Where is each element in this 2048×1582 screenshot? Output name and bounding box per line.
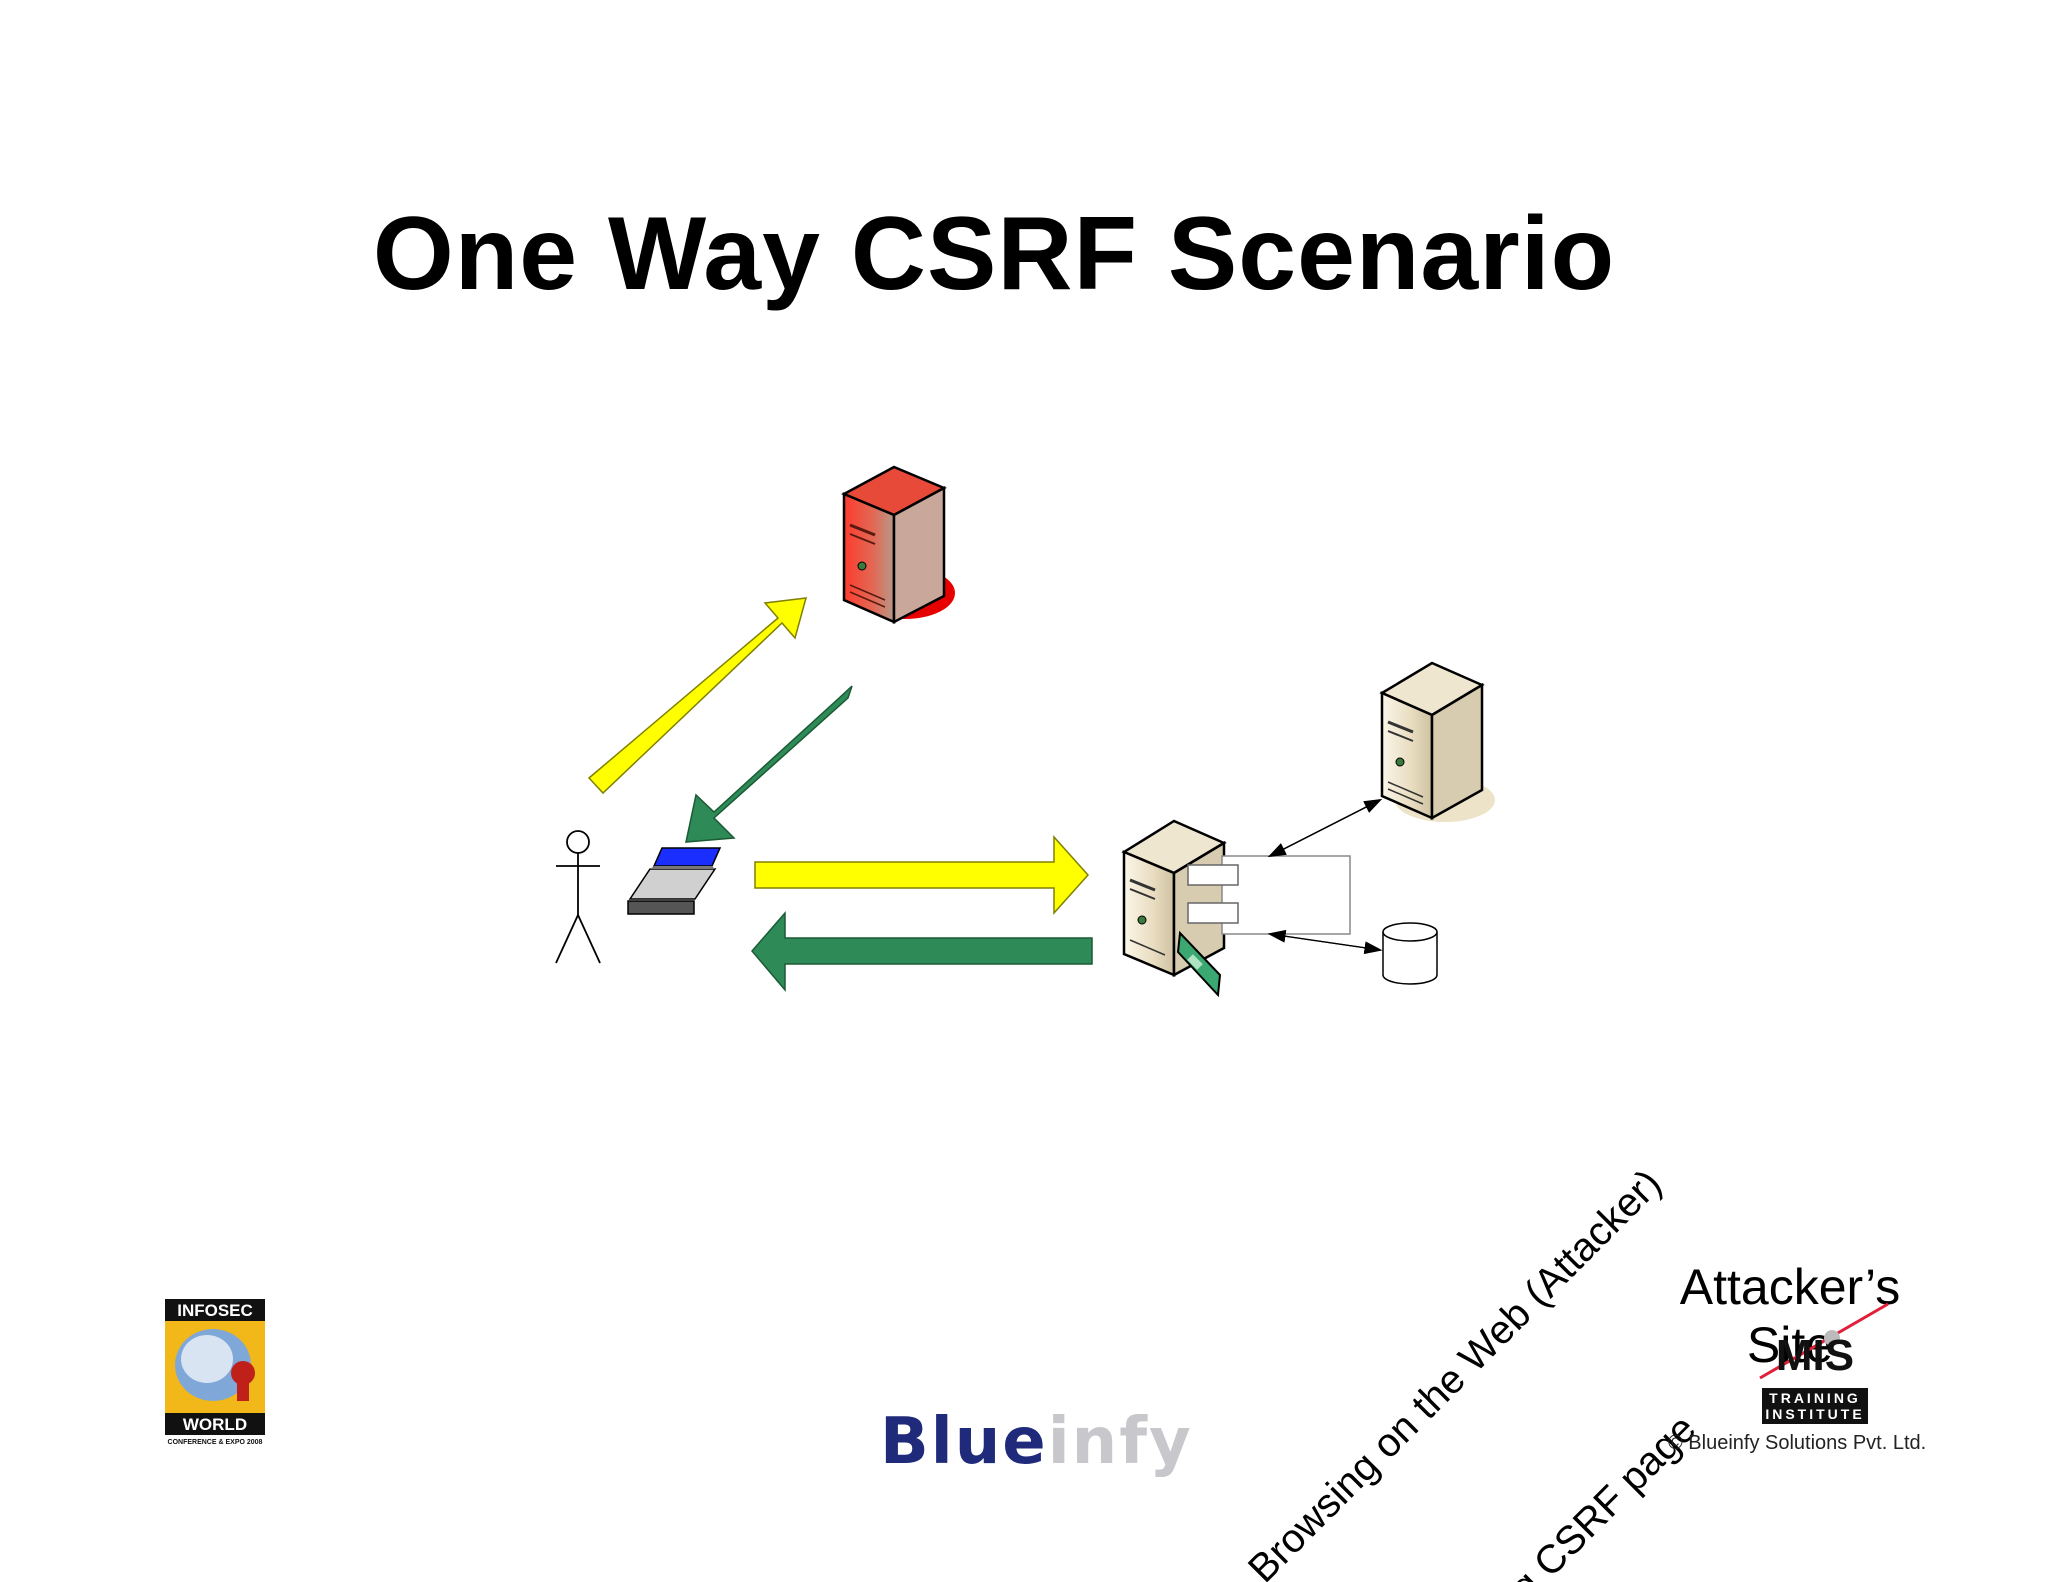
infosec-bottom-text: WORLD (183, 1415, 247, 1434)
response-arrow-from-target-icon (751, 910, 1093, 993)
infosec-sub-text: CONFERENCE & EXPO 2008 (168, 1439, 263, 1446)
backend-server-icon (1379, 661, 1495, 822)
connector-lines (1267, 798, 1383, 955)
mis-training-logo: MIS TRAINING INSTITUTE (1759, 1302, 1889, 1424)
database-icon (1382, 922, 1438, 985)
response-arrow-from-attacker-icon (685, 685, 853, 843)
mis-brand-text: MIS (1776, 1331, 1854, 1380)
attacker-server-icon (841, 465, 955, 625)
attacker-site-line1: Attacker’s (1679, 1259, 1901, 1315)
mis-line2-text: INSTITUTE (1765, 1406, 1864, 1422)
blueinfy-logo: Blueinfy (880, 1405, 1193, 1479)
slide-title: One Way CSRF Scenario (372, 196, 1616, 312)
user-stick-figure-icon (555, 830, 601, 964)
laptop-icon (627, 847, 722, 915)
blueinfy-part1: Blue (880, 1405, 1048, 1479)
blueinfy-part2: infy (1047, 1405, 1193, 1479)
mis-line1-text: TRAINING (1769, 1390, 1861, 1406)
target-server-icon (1121, 819, 1351, 998)
attacker-site-label: Attacker’s Site (1665, 1258, 1915, 1374)
infosec-world-logo: INFOSEC WORLD CONFERENCE & EXPO 2008 (163, 1297, 267, 1447)
request-arrow-to-attacker-icon (587, 597, 808, 795)
copyright-text: © Blueinfy Solutions Pvt. Ltd. (1668, 1432, 1927, 1454)
infosec-top-text: INFOSEC (177, 1301, 253, 1320)
request-arrow-to-target-icon (754, 835, 1090, 915)
